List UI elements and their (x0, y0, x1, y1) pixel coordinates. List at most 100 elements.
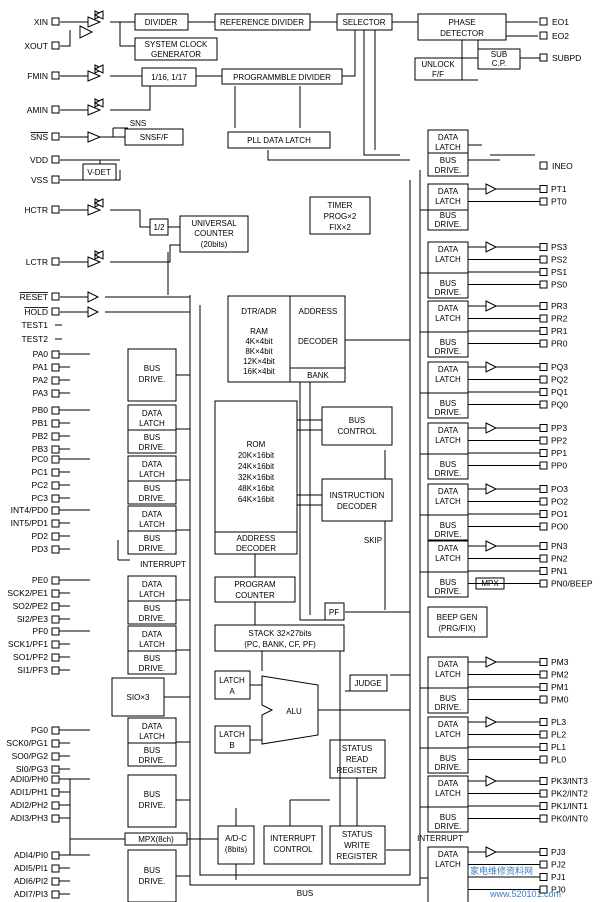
pin-pe0: PE0 (32, 575, 48, 585)
pin-pd0: INT4/PD0 (11, 505, 49, 515)
ram-label-5: 16K×4bit (243, 367, 276, 376)
pin-pi1: ADI5/PI1 (14, 863, 48, 873)
ineo-block-label-3: DRIVE. (435, 166, 462, 175)
status-write-label-1: STATUS (342, 830, 372, 839)
pin-pr1: PR2 (551, 314, 568, 324)
pin-hold: HOLD (24, 307, 48, 317)
bus-drive-pq-2: DRIVE. (435, 408, 462, 417)
pin-pr3: PR0 (551, 339, 568, 349)
pa-bus-drive-2: DRIVE. (139, 375, 166, 384)
pin-test2: TEST2 (22, 334, 49, 344)
data-latch-pk-2: LATCH (435, 789, 461, 798)
watermark-cn: 家电维修资料网 (470, 865, 533, 876)
mpx-label: MPX (481, 579, 499, 588)
pc-data-latch-1: DATA (142, 460, 163, 469)
bus-drive-pm-1: BUS (440, 694, 456, 703)
bus-drive-pl-2: DRIVE. (435, 763, 462, 772)
adc-label-2: (8bits) (225, 845, 248, 854)
bus-drive-pl-1: BUS (440, 754, 456, 763)
data-latch-pt-2: LATCH (435, 197, 461, 206)
pin-pe3: SI2/PE3 (17, 614, 48, 624)
pin-pr2: PR1 (551, 326, 568, 336)
stack-label-2: (PC, BANK, CF, PF) (244, 640, 316, 649)
sub-cp-block (477, 48, 521, 70)
pin-pb2: PB2 (32, 431, 48, 441)
pe-data-latch-1: DATA (142, 580, 163, 589)
ram-addr-decoder-label-1: ADDRESS (299, 307, 338, 316)
prescaler-block (141, 67, 197, 87)
skip-label: SKIP (364, 536, 382, 545)
pf-data-latch-2: LATCH (139, 640, 165, 649)
timer-block (309, 196, 371, 235)
pin-pd2: PD2 (31, 531, 48, 541)
pin-pq1: PQ2 (551, 375, 568, 385)
pin-pd1: INT5/PD1 (11, 518, 49, 528)
status-write-label-3: REGISTER (337, 852, 378, 861)
pin-pa1: PA1 (33, 362, 49, 372)
unlock-label-1: UNLOCK (421, 60, 455, 69)
ram-label-2: 4K×4bit (245, 337, 273, 346)
bus-drive-ps-1: BUS (440, 279, 456, 288)
latch-a-label-1: LATCH (219, 676, 245, 685)
pb-bus-drive-1: BUS (144, 433, 160, 442)
data-latch-pl-2: LATCH (435, 730, 461, 739)
ineo-block-label-2: BUS (440, 156, 456, 165)
data-latch-pt-1: DATA (438, 187, 459, 196)
pf-label: PF (329, 608, 339, 617)
status-write-label-2: WRITE (344, 841, 370, 850)
instruction-decoder-label-2: DECODER (337, 502, 377, 511)
judge-block (349, 674, 388, 692)
pin-ps1: PS2 (551, 255, 567, 265)
program-counter-block (214, 576, 296, 603)
pin-pj2: PJ1 (551, 872, 566, 882)
bus-drive-pp-2: DRIVE. (435, 469, 462, 478)
pin-ph2: ADI2/PH2 (10, 800, 48, 810)
bus-drive-pk-2: DRIVE. (435, 822, 462, 831)
data-latch-pp-2: LATCH (435, 436, 461, 445)
stack-block (214, 624, 345, 652)
pin-pb0: PB0 (32, 405, 48, 415)
pin-sns: SNS (31, 132, 49, 142)
ram-addr-decoder-label-2: DECODER (298, 337, 338, 346)
ph-bus-drive-2: DRIVE. (139, 801, 166, 810)
reference-divider-label: REFERENCE DIVIDER (220, 18, 304, 27)
ram-label-1: RAM (250, 327, 268, 336)
pin-pn1: PN2 (551, 554, 568, 564)
status-read-register-block (329, 739, 386, 779)
pin-pk1: PK2/INT2 (551, 789, 588, 799)
pin-pc0: PC0 (31, 454, 48, 464)
pin-pt1: PT0 (551, 197, 567, 207)
pin-hctr: HCTR (24, 205, 48, 215)
pin-po2: PO1 (551, 509, 568, 519)
latch-b-label-1: LATCH (219, 730, 245, 739)
pin-pp0: PP3 (551, 423, 567, 433)
universal-counter-label-3: (20bits) (201, 240, 228, 249)
pin-pk2: PK1/INT1 (551, 801, 588, 811)
pin-po0: PO3 (551, 484, 568, 494)
pin-pd3: PD3 (31, 544, 48, 554)
pin-pm2: PM1 (551, 682, 569, 692)
mpx8-label: MPX(8ch) (138, 835, 174, 844)
bus-drive-pn-2: DRIVE. (435, 587, 462, 596)
interrupt-control-label-1: INTERRUPT (270, 834, 316, 843)
status-read-label-1: STATUS (342, 744, 372, 753)
data-latch-ps-1: DATA (438, 245, 459, 254)
data-latch-pj-1: DATA (438, 850, 459, 859)
vdet-block (82, 163, 117, 181)
bus-drive-pr-1: BUS (440, 338, 456, 347)
bus-drive-po-2: DRIVE. (435, 530, 462, 539)
interrupt-label-left: INTERRUPT (140, 560, 186, 569)
sio-label: SIO×3 (127, 693, 150, 702)
beep-gen-block (427, 606, 488, 638)
pin-pp1: PP2 (551, 436, 567, 446)
data-latch-pn-1: DATA (438, 544, 459, 553)
latch-b-block (214, 725, 251, 754)
rom-label-2: 20K×16bit (238, 451, 275, 460)
program-counter-label-2: COUNTER (235, 591, 275, 600)
data-latch-pn-2: LATCH (435, 554, 461, 563)
universal-counter-label-2: COUNTER (194, 229, 234, 238)
pin-pe1: SCK2/PE1 (7, 588, 48, 598)
pin-vdd: VDD (30, 155, 48, 165)
pin-ph3: ADI3/PH3 (10, 813, 48, 823)
